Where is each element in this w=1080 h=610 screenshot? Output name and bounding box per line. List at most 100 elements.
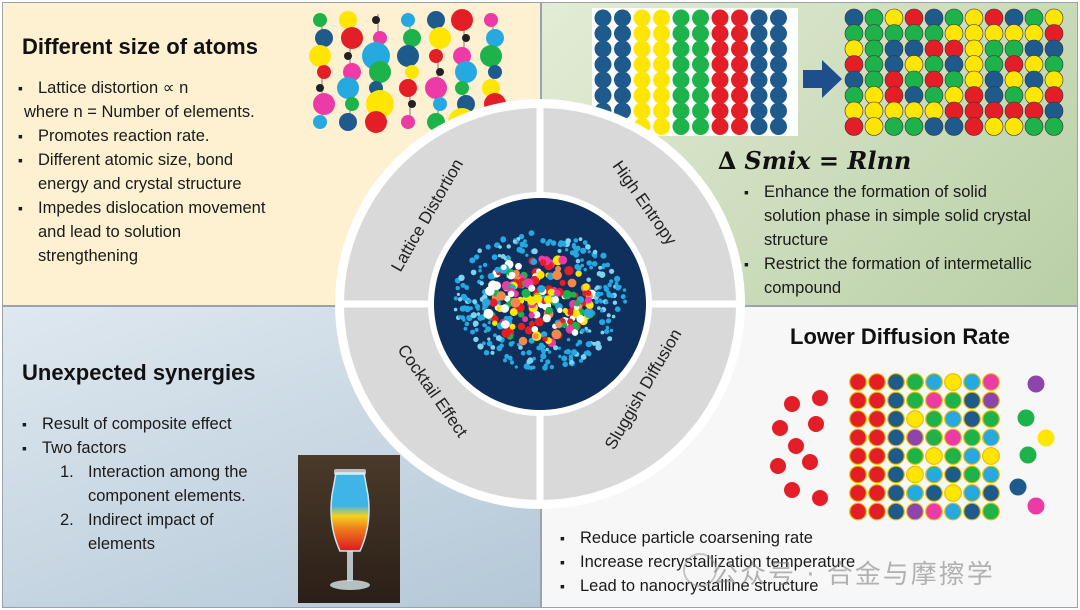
atom — [545, 306, 553, 315]
atom — [537, 285, 546, 293]
atom — [575, 343, 579, 347]
atom — [496, 345, 503, 352]
atom — [470, 329, 475, 335]
atom — [963, 465, 981, 484]
atom — [614, 9, 631, 27]
atom — [366, 90, 394, 118]
atom — [539, 358, 544, 363]
mixed-lattice — [844, 8, 1064, 136]
atom — [470, 312, 477, 319]
atom — [508, 271, 516, 279]
atom — [512, 239, 517, 244]
atom — [887, 447, 905, 465]
atom — [906, 391, 924, 410]
atom — [750, 118, 768, 135]
atom — [580, 328, 585, 333]
atom — [605, 325, 610, 330]
atom — [339, 11, 357, 29]
atom — [494, 243, 498, 248]
bullet-continuation: where n = Number of elements. — [24, 103, 255, 121]
atom — [692, 56, 709, 73]
atom — [479, 281, 484, 286]
atom — [551, 329, 562, 340]
atom — [559, 279, 566, 286]
atom — [607, 336, 613, 342]
atom — [492, 320, 498, 326]
atom — [345, 97, 359, 111]
atom — [523, 239, 527, 244]
atom — [373, 31, 387, 45]
atom — [557, 307, 563, 313]
atom — [586, 351, 592, 357]
atom — [580, 258, 584, 262]
atom — [711, 40, 729, 58]
atom — [592, 249, 598, 255]
atom — [672, 118, 690, 135]
atom — [491, 315, 499, 323]
atom — [982, 410, 1000, 428]
atom — [906, 484, 924, 502]
factor-text: elements — [88, 535, 155, 553]
atom — [487, 321, 491, 325]
atom — [944, 447, 962, 465]
atom — [462, 295, 467, 300]
atom — [982, 373, 1000, 391]
atom — [614, 40, 631, 58]
atom — [453, 47, 471, 65]
atom — [605, 262, 610, 268]
atom — [653, 71, 670, 89]
atom — [483, 308, 494, 319]
atom — [558, 354, 562, 359]
bullet-continuation: solution phase in simple solid crystal — [764, 207, 1031, 225]
atom — [427, 11, 445, 29]
atom — [509, 308, 518, 316]
atom — [982, 465, 1000, 484]
atom — [711, 71, 729, 89]
atom — [405, 65, 419, 79]
atom — [315, 29, 333, 47]
entropy-formula: ∆ Smix = Rlnn — [718, 146, 912, 175]
atom — [490, 350, 495, 355]
atom — [672, 71, 690, 89]
atom — [788, 438, 804, 454]
atom — [506, 255, 511, 260]
atom — [309, 45, 331, 67]
atom — [588, 329, 592, 333]
atom — [594, 56, 612, 73]
atom — [1019, 446, 1037, 464]
atom — [672, 87, 690, 104]
atom — [603, 286, 609, 292]
atom — [541, 348, 547, 354]
atom — [623, 299, 628, 304]
atom — [478, 269, 482, 273]
factor-item: 2.Indirect impact of — [60, 508, 296, 532]
atom — [542, 336, 548, 342]
atom — [906, 410, 924, 428]
ordered-lattice — [592, 8, 798, 136]
atom — [653, 40, 670, 58]
atom — [982, 484, 1000, 502]
atom — [597, 306, 601, 310]
atom — [868, 502, 886, 521]
atom — [573, 238, 579, 243]
diffusion-atoms — [770, 373, 1055, 521]
list-cocktail-effect: Result of composite effect Two factors — [18, 412, 298, 460]
atom — [606, 313, 611, 318]
atom — [564, 266, 574, 276]
atom — [494, 266, 501, 273]
atom — [550, 240, 557, 246]
atom — [963, 391, 981, 410]
atom — [770, 56, 787, 73]
atom — [533, 294, 543, 304]
atom — [504, 353, 510, 359]
atom — [711, 118, 729, 135]
atom — [547, 350, 552, 354]
atom — [849, 391, 867, 410]
atom — [653, 87, 670, 104]
wechat-logo-icon — [683, 553, 717, 587]
atom — [486, 29, 504, 47]
atom — [545, 347, 549, 351]
atom — [477, 343, 484, 350]
atom — [507, 290, 515, 298]
atom — [372, 16, 380, 24]
